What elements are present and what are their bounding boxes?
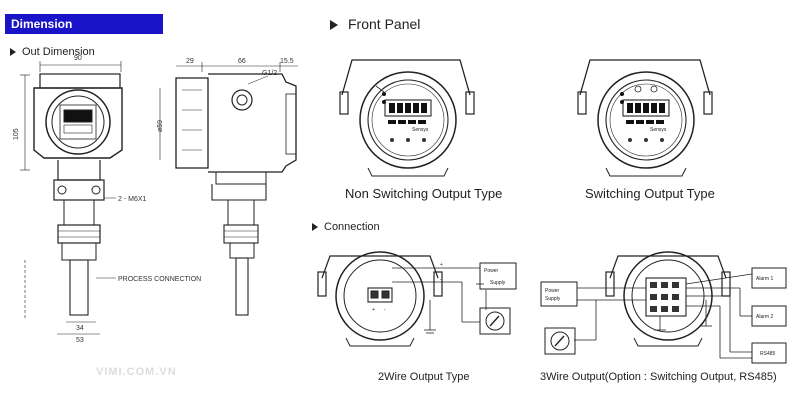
thread-label: G1/2: [262, 70, 277, 77]
connection-title: Connection: [312, 221, 380, 233]
switching-caption: Switching Output Type: [585, 186, 715, 201]
led-indicators: [382, 92, 426, 124]
front-panel-title: Front Panel: [330, 16, 420, 32]
brand-label: Sensys: [412, 127, 429, 133]
dim-15-5: 15.5: [280, 58, 294, 65]
alarm1-label: Alarm 1: [756, 276, 773, 282]
power-label: Power: [484, 268, 499, 274]
dim-53: 53: [76, 337, 84, 344]
bullet-triangle-icon: [10, 48, 16, 57]
dim-66: 66: [238, 58, 246, 65]
lcd-display-icon: [384, 99, 432, 117]
screw-label: 2 - M6X1: [118, 196, 147, 203]
panel-buttons: [390, 138, 426, 142]
non-switching-panel-drawing: [339, 59, 475, 177]
dim-29: 29: [186, 58, 194, 65]
brand-label: Sensys: [650, 127, 667, 133]
front-view-drawing: [20, 61, 123, 335]
minus-label: -: [440, 277, 442, 283]
two-wire-caption: 2Wire Output Type: [378, 371, 470, 383]
bullet-triangle-icon: [330, 20, 338, 31]
watermark: VIMI.COM.VN: [96, 366, 177, 378]
supply-label: Supply: [545, 296, 561, 302]
alarm2-label: Alarm 2: [756, 314, 773, 320]
dim-height-105: 105: [13, 128, 20, 140]
bullet-triangle-icon: [312, 223, 318, 232]
terminal-plus-label: +: [372, 307, 375, 313]
supply-label: Supply: [490, 280, 506, 286]
rs485-label: RS485: [760, 351, 776, 357]
led-indicators: [620, 92, 664, 124]
out-dimension-title: Out Dimension: [10, 46, 95, 58]
dim-width-90: 90: [74, 55, 82, 62]
two-wire-diagram: [317, 251, 517, 347]
dimension-header: Dimension: [5, 14, 163, 34]
panel-buttons: [628, 138, 664, 142]
switching-panel-drawing: [577, 59, 713, 177]
dim-34: 34: [76, 325, 84, 332]
three-wire-diagram: [540, 251, 787, 364]
side-view-drawing: [159, 62, 298, 316]
non-switching-caption: Non Switching Output Type: [345, 186, 503, 201]
terminal-minus-label: -: [384, 307, 386, 313]
process-connection-label: PROCESS CONNECTION: [118, 276, 201, 283]
lcd-display-icon: [622, 99, 670, 117]
power-label: Power: [545, 288, 560, 294]
dim-dia59: ø59: [157, 120, 164, 132]
three-wire-caption: 3Wire Output(Option : Switching Output, …: [540, 371, 777, 383]
plus-label: +: [440, 262, 443, 268]
